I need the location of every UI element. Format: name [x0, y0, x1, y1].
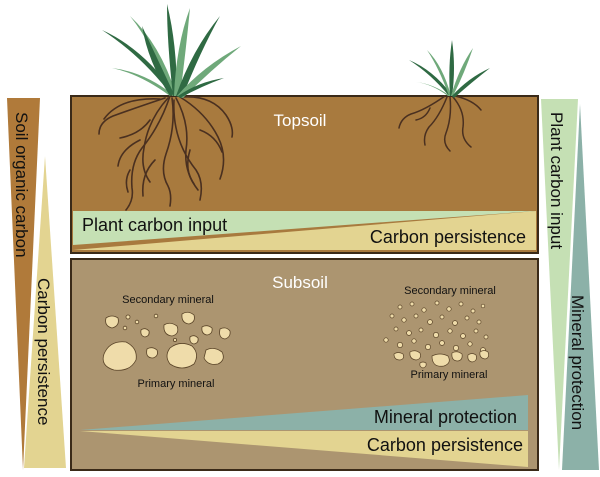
carbon-persistence-side-label: Carbon persistence — [34, 278, 53, 425]
subsoil-carbon-persistence-label: Carbon persistence — [367, 435, 523, 455]
soil-organic-carbon-bar — [7, 98, 40, 470]
mineral-protection-label: Mineral protection — [374, 407, 517, 427]
soil-organic-carbon-label: Soil organic carbon — [12, 112, 31, 258]
plant-carbon-input-label: Plant carbon input — [82, 215, 227, 235]
roots-left — [98, 95, 234, 211]
subsoil-label: Subsoil — [272, 273, 328, 292]
mineral-cluster-right — [383, 300, 489, 369]
secondary-mineral-label-left: Secondary mineral — [122, 294, 214, 306]
grass-right-icon — [409, 40, 490, 98]
topsoil-carbon-persistence-wedge — [73, 211, 536, 250]
mineral-protection-wedge — [80, 395, 528, 430]
grass-left-icon — [102, 4, 241, 98]
topsoil-carbon-persistence-label: Carbon persistence — [370, 227, 526, 247]
subsoil-panel: Subsoil Mineral protection Carbon persis… — [70, 258, 539, 471]
subsoil-carbon-persistence-wedge — [80, 431, 528, 467]
primary-mineral-label-right: Primary mineral — [410, 369, 487, 381]
plant-carbon-input-bar — [541, 99, 578, 470]
carbon-persistence-side-bar — [24, 156, 66, 468]
roots-right — [398, 95, 482, 152]
topsoil-plant-carbon-wedge — [73, 211, 536, 245]
mineral-protection-bar — [562, 104, 599, 470]
primary-mineral-label-left: Primary mineral — [137, 378, 214, 390]
plant-carbon-input-side-label: Plant carbon input — [547, 112, 566, 249]
topsoil-label: Topsoil — [274, 111, 327, 130]
secondary-mineral-label-right: Secondary mineral — [404, 285, 496, 297]
mineral-cluster-left — [102, 311, 231, 371]
mineral-protection-side-label: Mineral protection — [568, 295, 587, 430]
topsoil-panel: Topsoil Plant carbon input Carbon persis… — [70, 95, 539, 254]
